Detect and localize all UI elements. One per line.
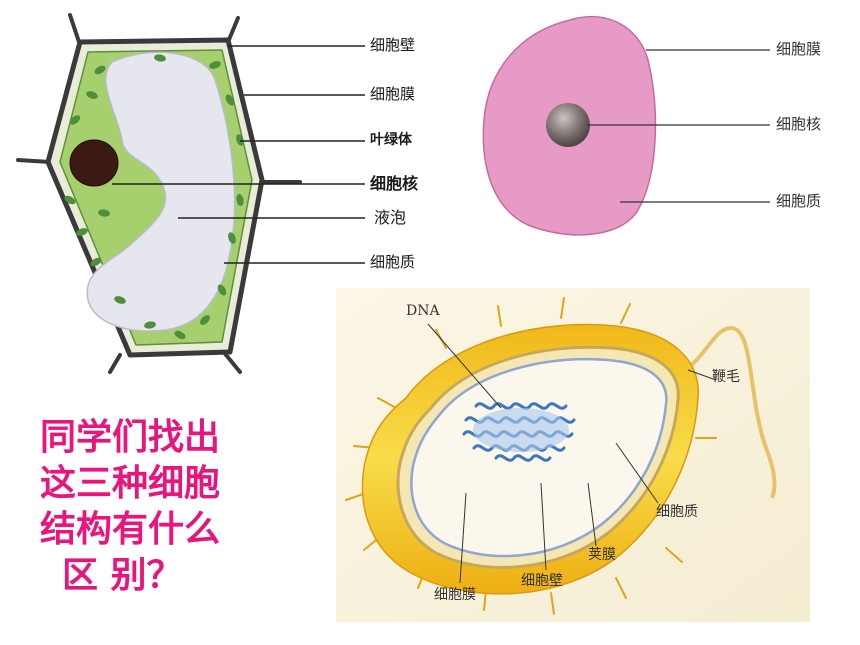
label-plant-cytoplasm: 细胞质 bbox=[370, 253, 416, 271]
label-animal-nucleus: 细胞核 bbox=[776, 115, 822, 133]
question-line-4: 区 别？ bbox=[62, 554, 183, 596]
label-plant-vacuole: 液泡 bbox=[374, 208, 407, 227]
plant-nucleus bbox=[69, 139, 119, 187]
label-bacterium-cytoplasm: 细胞质 bbox=[656, 504, 698, 520]
question-line-3: 结构有什么 bbox=[40, 508, 221, 550]
label-plant-chloroplast: 叶绿体 bbox=[370, 132, 412, 148]
animal-cell-diagram: 细胞膜 细胞核 细胞质 bbox=[470, 0, 860, 260]
wall-stub bbox=[226, 16, 240, 44]
plant-leader-lines bbox=[112, 45, 365, 264]
animal-cell-svg bbox=[482, 15, 770, 236]
label-bacterium-dna: DNA bbox=[406, 303, 440, 319]
label-plant-cell-membrane: 细胞膜 bbox=[370, 85, 416, 103]
animal-nucleus bbox=[546, 103, 590, 147]
wall-stub bbox=[68, 13, 82, 47]
bacterium-svg bbox=[336, 288, 810, 622]
question-line-2: 这三种细胞 bbox=[40, 462, 221, 504]
label-bacterium-cell-wall: 细胞壁 bbox=[521, 573, 563, 589]
question-line-1: 同学们找出 bbox=[40, 416, 221, 458]
wall-stub bbox=[16, 158, 52, 164]
question-text: 同学们找出 这三种细胞 结构有什么 区 别？ bbox=[40, 414, 280, 598]
label-plant-cell-wall: 细胞壁 bbox=[370, 36, 416, 54]
label-plant-nucleus: 细胞核 bbox=[370, 174, 419, 193]
bacterium-flagellum bbox=[679, 325, 777, 499]
chloroplasts bbox=[64, 54, 244, 340]
label-bacterium-flagellum: 鞭毛 bbox=[712, 369, 740, 385]
label-animal-cell-membrane: 细胞膜 bbox=[776, 40, 822, 58]
bacterium-diagram: DNA 鞭毛 细胞质 荚膜 细胞壁 细胞膜 bbox=[336, 288, 810, 622]
animal-leader-lines bbox=[588, 49, 770, 203]
label-bacterium-membrane: 细胞膜 bbox=[434, 587, 476, 603]
wall-stub bbox=[108, 353, 122, 374]
plant-cell-svg bbox=[16, 13, 365, 374]
label-bacterium-capsule: 荚膜 bbox=[588, 547, 616, 563]
plant-cell-diagram: 细胞壁 细胞膜 叶绿体 细胞核 液泡 细胞质 bbox=[0, 0, 460, 380]
bacterium-leader-lines bbox=[427, 323, 717, 584]
label-animal-cytoplasm: 细胞质 bbox=[776, 192, 822, 210]
plant-vacuole bbox=[86, 51, 236, 332]
bacterium-dna-highlight bbox=[473, 408, 569, 452]
